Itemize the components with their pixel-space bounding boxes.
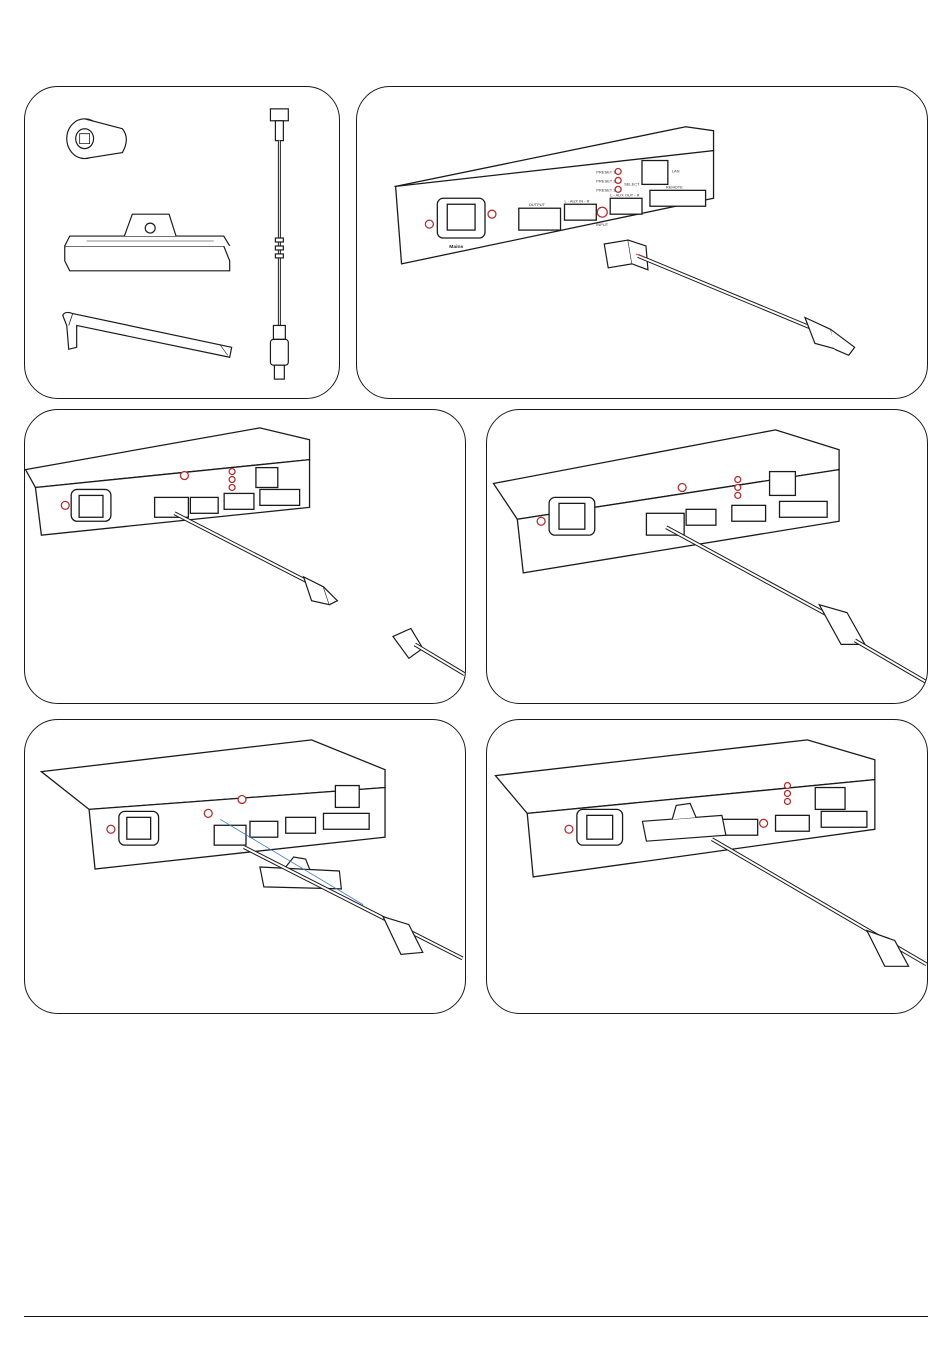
parts-panel [24,86,340,399]
select-label: SELECT [624,181,640,186]
device-illustration-3 [487,410,927,703]
hex-key-icon [63,312,232,357]
device-illustration-2 [25,410,465,703]
parts-illustration [25,87,339,398]
step-3-panel [486,409,928,704]
input-label: INPUT [596,222,608,227]
step-1-panel: PRESET 1 PRESET 2 PRESET 3 SELECT LAN OU… [356,86,928,399]
terminal-plug-icon [604,240,854,355]
remote-label: REMOTE [666,184,683,189]
preset2-label: PRESET 2 [596,178,615,183]
device-illustration-1: PRESET 1 PRESET 2 PRESET 3 SELECT LAN OU… [357,87,927,398]
cable-icon [270,109,288,379]
device-illustration-5 [487,720,927,1013]
clamp-icon [65,214,230,271]
step-2-panel [24,409,466,704]
step-4-panel [24,719,466,1014]
screw-icon [67,119,127,159]
device-illustration-4 [25,720,465,1013]
cable-with-plug-icon [174,513,464,674]
cable-with-plug-icon [666,527,926,682]
mains-label: Mains [449,244,463,250]
preset1-label: PRESET 1 [596,169,616,174]
footer-rule [24,1316,928,1317]
output-label: OUTPUT [529,202,546,207]
aux-out-label: L - AUX OUT - R [610,192,639,197]
step-5-panel [486,719,928,1014]
aux-in-label: L - AUX IN - R [564,198,589,203]
lan-label: LAN [672,168,680,173]
